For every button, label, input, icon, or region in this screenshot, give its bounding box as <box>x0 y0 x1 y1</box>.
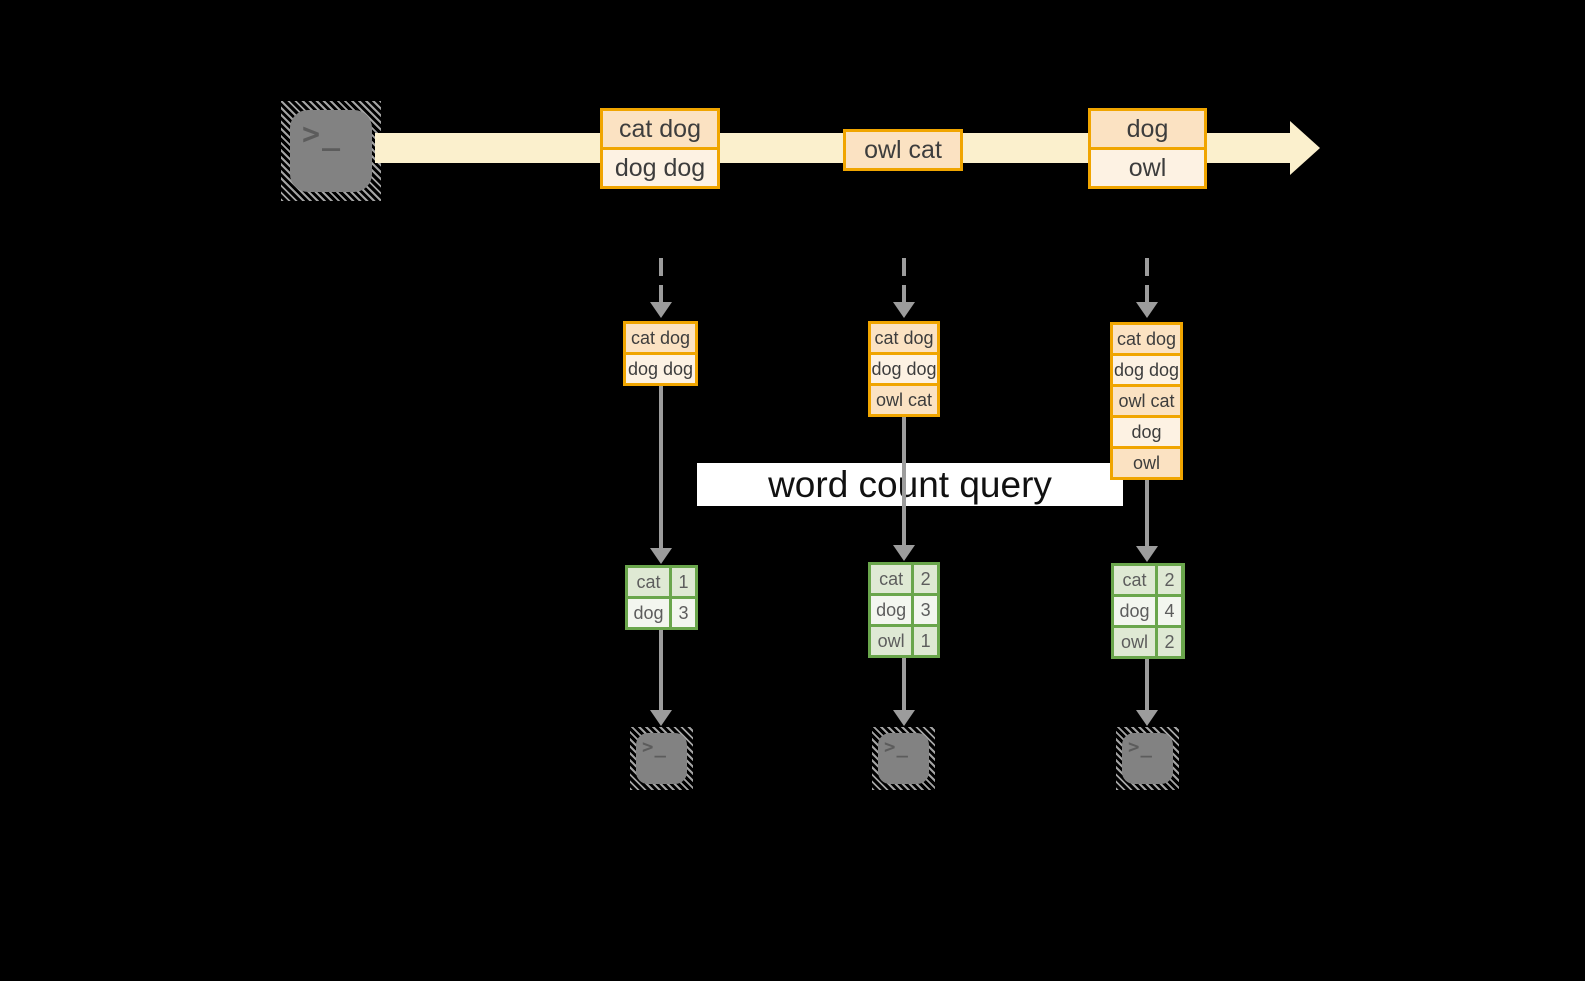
arrowhead-icon <box>893 302 915 318</box>
output-terminal-icon: >_ <box>630 727 693 790</box>
count-word: cat <box>628 568 669 596</box>
terminal-prompt-icon: >_ <box>302 117 343 152</box>
arrowhead-icon <box>650 548 672 564</box>
stream-record-box-2: owl cat <box>843 129 963 171</box>
arrowhead-icon <box>893 545 915 561</box>
count-value: 1 <box>914 627 937 655</box>
terminal-screen <box>290 110 372 192</box>
terminal-prompt-icon: >_ <box>884 736 909 758</box>
count-value: 1 <box>672 568 695 596</box>
buffer-record: dog dog <box>626 355 695 383</box>
count-word: owl <box>871 627 912 655</box>
count-row: owl 1 <box>871 627 937 655</box>
buffer-record: owl cat <box>871 386 937 414</box>
buffer-record: cat dog <box>871 324 937 352</box>
arrowhead-icon <box>1136 546 1158 562</box>
count-value: 3 <box>914 596 937 624</box>
buffer-record: dog dog <box>1113 356 1180 384</box>
count-row: owl 2 <box>1114 628 1182 656</box>
down-arrow-icon <box>902 417 906 545</box>
buffer-record: dog dog <box>871 355 937 383</box>
buffer-record: owl cat <box>1113 387 1180 415</box>
count-row: dog 4 <box>1114 597 1182 625</box>
source-terminal-icon: >_ <box>281 101 381 201</box>
terminal-screen <box>1122 733 1173 784</box>
count-word: dog <box>1114 597 1155 625</box>
buffer-record: owl <box>1113 449 1180 477</box>
count-value: 4 <box>1158 597 1181 625</box>
buffer-stack-3: cat dog dog dog owl cat dog owl <box>1110 322 1183 480</box>
terminal-screen <box>878 733 929 784</box>
stream-record-box-3: dog owl <box>1088 108 1207 189</box>
record-text: owl <box>1091 150 1204 186</box>
count-row: cat 2 <box>1114 566 1182 594</box>
count-word: dog <box>871 596 912 624</box>
down-arrow-icon <box>1145 480 1149 546</box>
terminal-prompt-icon: >_ <box>1128 736 1153 758</box>
query-label: word count query <box>697 463 1123 506</box>
record-text: dog <box>1091 111 1204 147</box>
record-text: owl cat <box>846 132 960 168</box>
down-arrow-icon <box>659 386 663 548</box>
count-table-2: cat 2 dog 3 owl 1 <box>868 562 940 658</box>
down-arrow-icon <box>659 630 663 710</box>
count-row: dog 3 <box>628 599 695 627</box>
buffer-record: cat dog <box>1113 325 1180 353</box>
count-value: 2 <box>914 565 937 593</box>
record-text: dog dog <box>603 150 717 186</box>
count-row: dog 3 <box>871 596 937 624</box>
buffer-stack-1: cat dog dog dog <box>623 321 698 386</box>
buffer-record: dog <box>1113 418 1180 446</box>
count-row: cat 2 <box>871 565 937 593</box>
count-word: owl <box>1114 628 1155 656</box>
dashed-down-arrow-icon <box>902 258 906 302</box>
arrowhead-icon <box>893 710 915 726</box>
count-word: dog <box>628 599 669 627</box>
count-row: cat 1 <box>628 568 695 596</box>
count-table-3: cat 2 dog 4 owl 2 <box>1111 563 1185 659</box>
down-arrow-icon <box>902 658 906 710</box>
terminal-screen <box>636 733 687 784</box>
record-text: cat dog <box>603 111 717 147</box>
count-word: cat <box>1114 566 1155 594</box>
arrowhead-icon <box>650 302 672 318</box>
count-value: 2 <box>1158 628 1181 656</box>
buffer-stack-2: cat dog dog dog owl cat <box>868 321 940 417</box>
dashed-down-arrow-icon <box>659 258 663 302</box>
buffer-record: cat dog <box>626 324 695 352</box>
arrowhead-icon <box>650 710 672 726</box>
count-table-1: cat 1 dog 3 <box>625 565 698 630</box>
count-value: 3 <box>672 599 695 627</box>
count-value: 2 <box>1158 566 1181 594</box>
arrowhead-icon <box>1136 710 1158 726</box>
stream-record-box-1: cat dog dog dog <box>600 108 720 189</box>
output-terminal-icon: >_ <box>1116 727 1179 790</box>
arrowhead-icon <box>1136 302 1158 318</box>
output-terminal-icon: >_ <box>872 727 935 790</box>
dashed-down-arrow-icon <box>1145 258 1149 302</box>
count-word: cat <box>871 565 912 593</box>
terminal-prompt-icon: >_ <box>642 736 667 758</box>
stream-arrowhead-icon <box>1290 121 1320 175</box>
down-arrow-icon <box>1145 659 1149 710</box>
